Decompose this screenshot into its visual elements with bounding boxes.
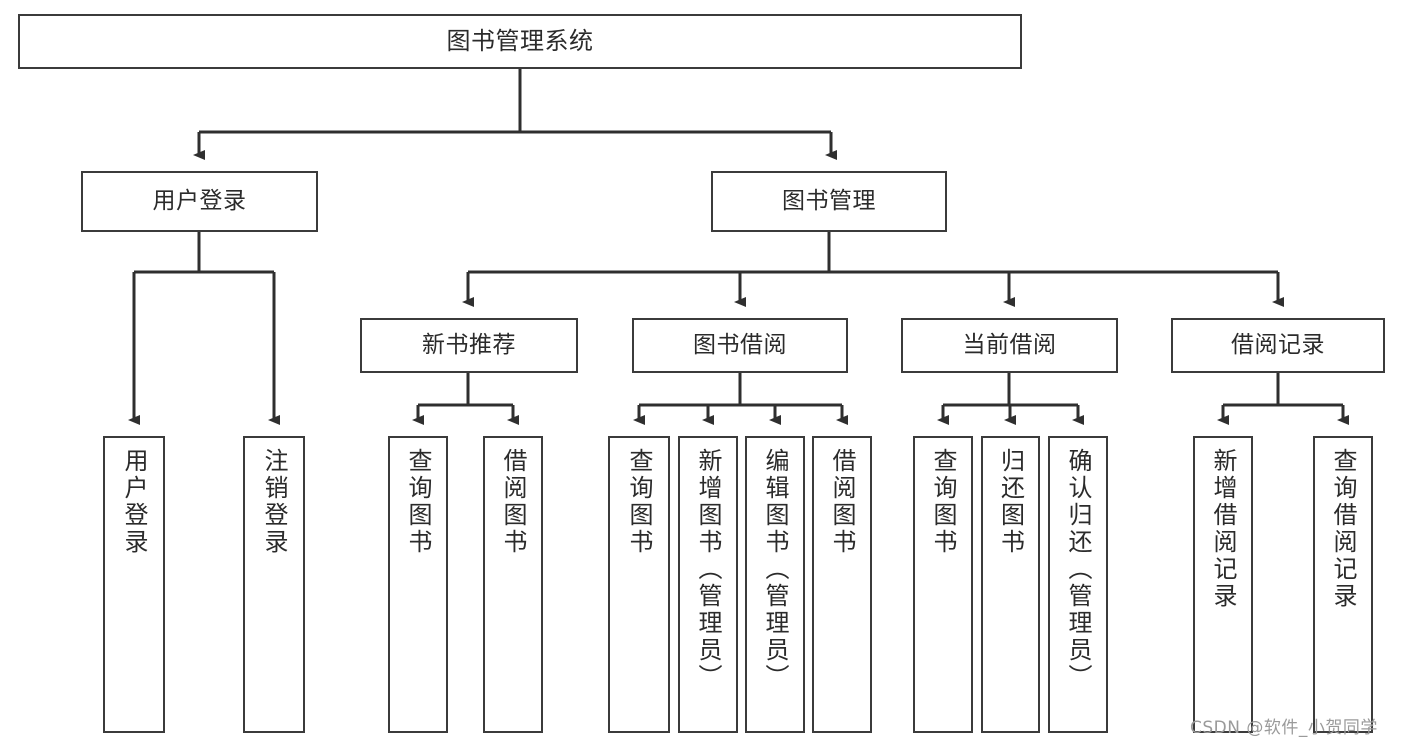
node-root[interactable]: 图书管理系统 <box>18 14 1022 69</box>
node-leaf-add-book[interactable]: 新增图书（管理员） <box>678 436 738 733</box>
node-leaf-user-login-label: 用户登录 <box>120 448 148 556</box>
node-new-book-recommend-label: 新书推荐 <box>422 331 516 358</box>
node-leaf-confirm-return-label: 确认归还（管理员） <box>1064 448 1092 691</box>
node-book-manage-label: 图书管理 <box>782 187 876 214</box>
node-leaf-query-book-b[interactable]: 查询图书 <box>608 436 670 733</box>
node-leaf-return-book[interactable]: 归还图书 <box>981 436 1040 733</box>
node-book-borrow[interactable]: 图书借阅 <box>632 318 848 373</box>
node-leaf-query-book-a[interactable]: 查询图书 <box>388 436 448 733</box>
node-leaf-add-record[interactable]: 新增借阅记录 <box>1193 436 1253 733</box>
node-book-manage[interactable]: 图书管理 <box>711 171 947 232</box>
node-leaf-query-book-b-label: 查询图书 <box>625 448 653 556</box>
node-leaf-return-book-label: 归还图书 <box>996 448 1025 556</box>
node-leaf-query-book-c[interactable]: 查询图书 <box>913 436 973 733</box>
node-leaf-query-record[interactable]: 查询借阅记录 <box>1313 436 1373 733</box>
node-borrow-record-label: 借阅记录 <box>1231 331 1325 358</box>
node-leaf-query-record-label: 查询借阅记录 <box>1329 448 1357 610</box>
node-leaf-borrow-book-a-label: 借阅图书 <box>499 448 527 556</box>
node-leaf-logout[interactable]: 注销登录 <box>243 436 305 733</box>
node-leaf-add-record-label: 新增借阅记录 <box>1209 448 1237 610</box>
node-leaf-borrow-book-b[interactable]: 借阅图书 <box>812 436 872 733</box>
node-current-borrow[interactable]: 当前借阅 <box>901 318 1118 373</box>
node-leaf-add-book-label: 新增图书（管理员） <box>694 448 722 691</box>
node-user-login[interactable]: 用户登录 <box>81 171 318 232</box>
node-leaf-user-login[interactable]: 用户登录 <box>103 436 165 733</box>
node-leaf-borrow-book-a[interactable]: 借阅图书 <box>483 436 543 733</box>
node-root-label: 图书管理系统 <box>446 27 594 56</box>
node-leaf-query-book-c-label: 查询图书 <box>929 448 957 556</box>
node-current-borrow-label: 当前借阅 <box>962 331 1057 358</box>
csdn-watermark: CSDN @软件_小贺同学 <box>1190 718 1378 738</box>
node-leaf-logout-label: 注销登录 <box>260 448 288 556</box>
node-borrow-record[interactable]: 借阅记录 <box>1171 318 1385 373</box>
node-leaf-edit-book[interactable]: 编辑图书（管理员） <box>745 436 805 733</box>
node-user-login-label: 用户登录 <box>152 187 247 214</box>
node-leaf-edit-book-label: 编辑图书（管理员） <box>761 448 789 691</box>
node-leaf-borrow-book-b-label: 借阅图书 <box>828 448 856 556</box>
node-new-book-recommend[interactable]: 新书推荐 <box>360 318 578 373</box>
node-book-borrow-label: 图书借阅 <box>693 331 787 358</box>
node-leaf-confirm-return[interactable]: 确认归还（管理员） <box>1048 436 1108 733</box>
node-leaf-query-book-a-label: 查询图书 <box>404 448 432 556</box>
